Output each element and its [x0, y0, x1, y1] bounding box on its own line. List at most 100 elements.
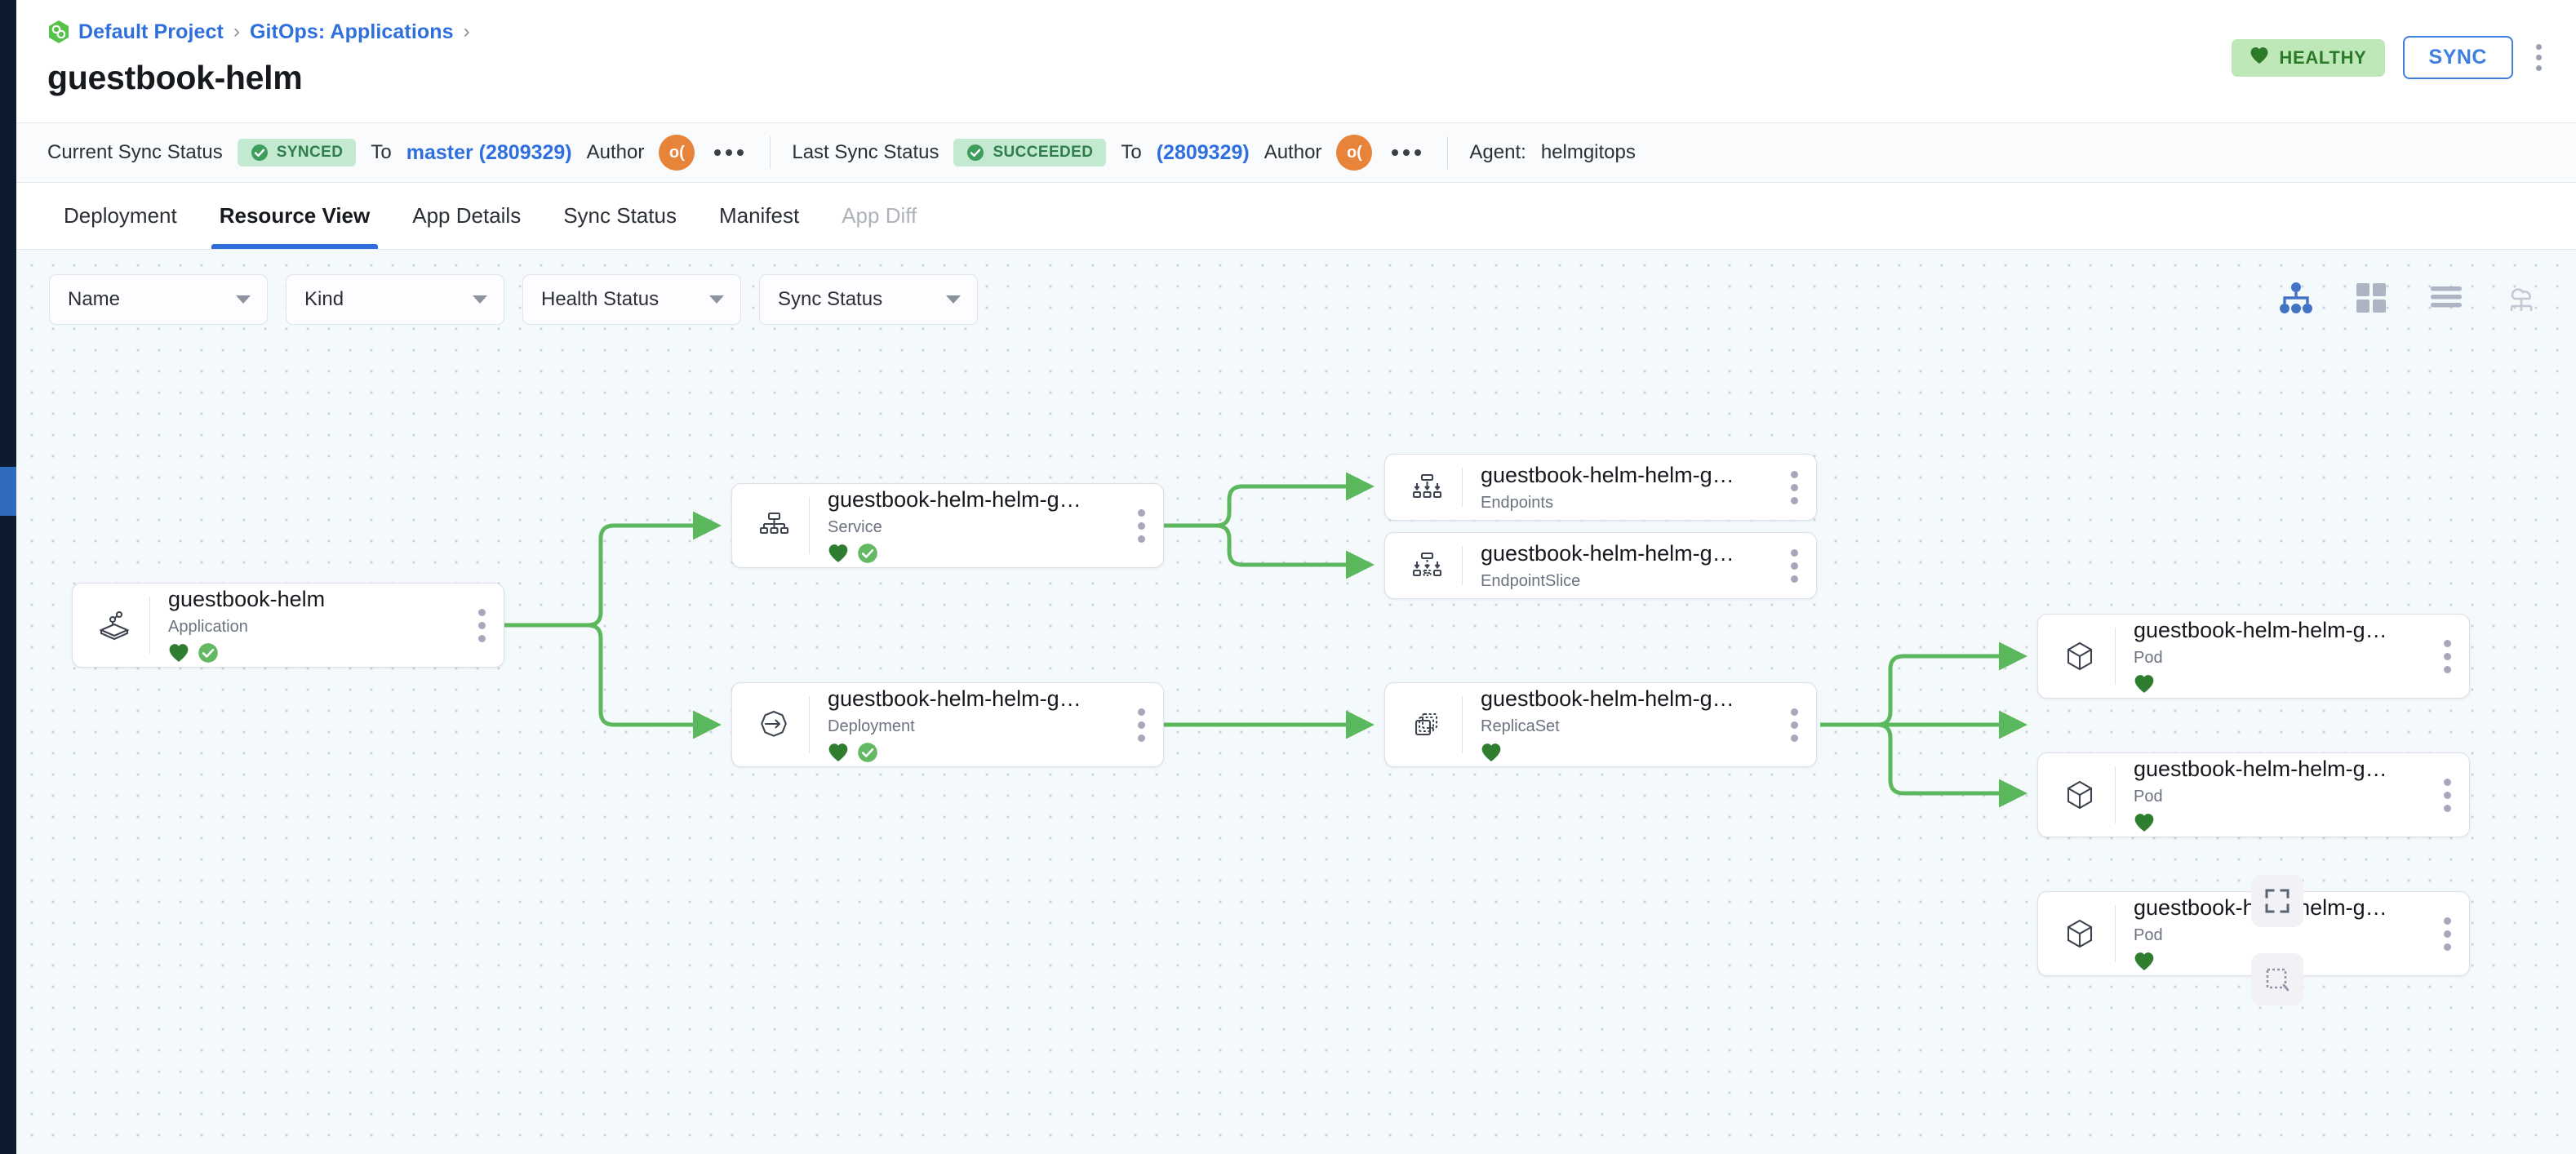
health-badge-label: HEALTHY [2279, 47, 2367, 68]
fit-view-icon[interactable] [2251, 875, 2303, 927]
tab-bar: Deployment Resource View App Details Syn… [16, 183, 2576, 250]
select-area-icon[interactable] [2251, 953, 2303, 1005]
node-kebab-menu-icon[interactable] [2436, 770, 2469, 820]
node-status-badges [1481, 741, 1774, 764]
agent-label: Agent: [1469, 141, 1526, 163]
header-overflow-menu-icon[interactable] [2531, 39, 2547, 76]
node-divider [1462, 696, 1463, 753]
sync-status-bar: Current Sync Status SYNCED To master (28… [16, 122, 2576, 183]
node-divider [1462, 468, 1463, 507]
tab-app-details[interactable]: App Details [412, 203, 522, 228]
graph-node-replicaset[interactable]: guestbook-helm-helm-g… ReplicaSet [1384, 682, 1817, 767]
node-status-badges [2134, 672, 2427, 695]
grid-view-icon[interactable] [2352, 279, 2390, 317]
node-name: guestbook-helm [168, 586, 326, 611]
node-kebab-menu-icon[interactable] [2436, 909, 2469, 959]
current-author-label: Author [586, 141, 645, 163]
tab-manifest[interactable]: Manifest [718, 203, 800, 228]
last-revision-link[interactable]: (2809329) [1156, 140, 1250, 164]
node-content: guestbook-helm-helm-g… Endpoints [1463, 462, 1783, 513]
breadcrumb-separator: › [233, 20, 240, 42]
network-view-icon[interactable] [2503, 279, 2540, 317]
node-name: guestbook-helm-helm-g… [2134, 617, 2387, 642]
graph-node-application[interactable]: guestbook-helm Application [72, 583, 504, 668]
chevron-down-icon [236, 295, 251, 304]
node-kind: Deployment [828, 717, 915, 736]
node-name: guestbook-helm-helm-g… [1481, 686, 1734, 711]
page-header: Default Project › GitOps: Applications ›… [16, 0, 2576, 122]
node-kebab-menu-icon[interactable] [1783, 463, 1816, 513]
node-kebab-menu-icon[interactable] [1783, 541, 1816, 591]
deployment-icon [750, 707, 797, 743]
graph-node-endpointslice[interactable]: guestbook-helm-helm-g… EndpointSlice [1384, 532, 1817, 599]
breadcrumb-item-project[interactable]: Default Project [78, 20, 224, 43]
tree-view-icon[interactable] [2277, 279, 2315, 317]
nav-rail-active-indicator[interactable] [0, 467, 16, 516]
current-author-avatar[interactable]: o( [659, 135, 695, 171]
replicaset-icon [1403, 707, 1450, 743]
current-revision-link[interactable]: master (2809329) [406, 140, 572, 164]
pod-icon [2056, 638, 2103, 674]
agent-value: helmgitops [1540, 141, 1636, 163]
node-name: guestbook-helm-helm-g… [2134, 756, 2387, 781]
graph-node-deployment[interactable]: guestbook-helm-helm-g… Deployment [731, 682, 1164, 767]
node-kebab-menu-icon[interactable] [1130, 700, 1163, 750]
graph-node-service[interactable]: guestbook-helm-helm-g… Service [731, 483, 1164, 568]
heart-icon [828, 743, 849, 762]
node-kebab-menu-icon[interactable] [1783, 700, 1816, 750]
node-status-badges [2134, 811, 2427, 834]
current-sync-status-badge: SYNCED [237, 139, 357, 166]
list-view-icon[interactable] [2427, 279, 2465, 317]
resource-graph-canvas[interactable]: Name Kind Health Status Sync Status [16, 250, 2576, 1154]
breadcrumb-item-applications[interactable]: GitOps: Applications [249, 20, 454, 43]
check-circle-icon [198, 642, 219, 664]
graph-node-pod-2[interactable]: guestbook-helm-helm-g… Pod [2037, 752, 2470, 837]
status-divider-1 [770, 136, 771, 169]
tab-deployment[interactable]: Deployment [64, 203, 177, 228]
agent-group: Agent: helmgitops [1469, 141, 1635, 164]
node-kebab-menu-icon[interactable] [470, 601, 504, 650]
last-sync-status-badge-label: SUCCEEDED [993, 144, 1094, 161]
graph-node-endpoints[interactable]: guestbook-helm-helm-g… Endpoints [1384, 454, 1817, 521]
filter-name-dropdown[interactable]: Name [49, 274, 268, 325]
node-kind: Service [828, 518, 882, 537]
current-ellipsis-icon[interactable] [709, 143, 748, 162]
graph-node-pod-1[interactable]: guestbook-helm-helm-g… Pod [2037, 614, 2470, 699]
node-kind: EndpointSlice [1481, 572, 1581, 591]
heart-icon [2134, 674, 2155, 694]
node-divider [1462, 546, 1463, 585]
chevron-down-icon-3 [709, 295, 724, 304]
tab-resource-view[interactable]: Resource View [198, 183, 392, 249]
graph-edges [490, 472, 2027, 808]
tab-sync-status[interactable]: Sync Status [563, 203, 677, 228]
filter-sync-status-dropdown[interactable]: Sync Status [759, 274, 978, 325]
tab-app-diff: App Diff [842, 203, 917, 228]
heart-icon [828, 544, 849, 563]
pod-icon [2056, 916, 2103, 952]
current-sync-status-badge-label: SYNCED [276, 144, 344, 161]
node-kind: Pod [2134, 788, 2163, 806]
node-kind: Pod [2134, 649, 2163, 668]
filter-health-status-dropdown[interactable]: Health Status [522, 274, 741, 325]
endpoints-icon [1403, 469, 1450, 505]
node-kebab-menu-icon[interactable] [1130, 501, 1163, 551]
last-author-avatar[interactable]: o( [1336, 135, 1373, 171]
filter-sync-status-label: Sync Status [778, 288, 883, 310]
sync-button[interactable]: SYNC [2402, 36, 2513, 79]
node-content: guestbook-helm-helm-g… Deployment [810, 686, 1130, 764]
last-ellipsis-icon[interactable] [1387, 143, 1426, 162]
filter-health-status-label: Health Status [541, 288, 660, 310]
node-status-badges [828, 542, 1121, 565]
last-sync-status-label: Last Sync Status [792, 141, 939, 163]
node-kind: Endpoints [1481, 494, 1553, 513]
filter-kind-dropdown[interactable]: Kind [286, 274, 504, 325]
left-nav-rail[interactable] [0, 0, 16, 1154]
current-sync-status-group: Current Sync Status SYNCED To master (28… [47, 135, 748, 171]
node-status-badges [2134, 950, 2427, 973]
node-kebab-menu-icon[interactable] [2436, 632, 2469, 681]
current-sync-status-label: Current Sync Status [47, 141, 223, 163]
page-title: guestbook-helm [47, 59, 303, 96]
node-divider [2115, 628, 2116, 685]
pod-icon [2056, 777, 2103, 813]
current-to-label: To [371, 141, 392, 163]
